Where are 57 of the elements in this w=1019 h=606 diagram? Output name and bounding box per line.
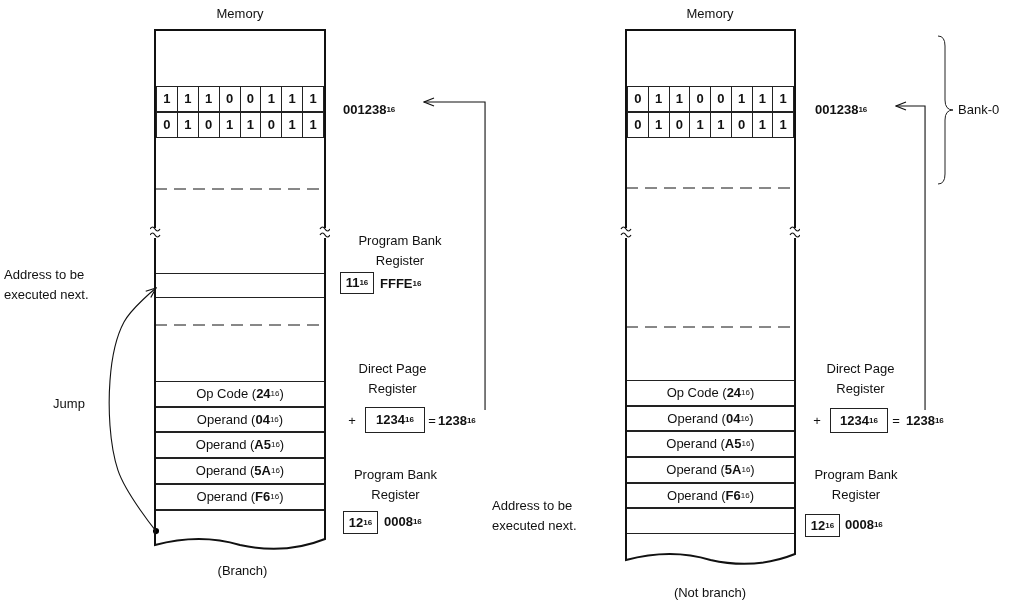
bit-cell: 0 <box>260 113 282 137</box>
bit-cell-text: 0 <box>633 90 643 109</box>
arrow <box>423 97 486 411</box>
bit-cell: 1 <box>218 113 240 137</box>
curved-arrow <box>108 287 160 535</box>
plus-sign: + <box>347 411 357 430</box>
bit-cell: 1 <box>751 113 773 137</box>
bit-cell: 1 <box>281 87 303 111</box>
equals-sign: = <box>427 411 437 430</box>
bit-cell-text: 0 <box>633 116 643 135</box>
register-name: Program Bank Register <box>352 466 439 504</box>
bit-cell: 1 <box>772 113 793 137</box>
bit-cell: 1 <box>689 113 710 137</box>
bit-cell-text: 0 <box>162 116 172 135</box>
plus-sign: + <box>812 411 822 430</box>
bit-cell: 1 <box>239 113 261 137</box>
annotation-text: Address to be executed next. <box>4 266 90 304</box>
bit-cell: 0 <box>710 87 731 111</box>
memory-slot <box>627 508 794 534</box>
bit-cell: 1 <box>647 113 669 137</box>
memory-byte-row <box>627 112 794 138</box>
bit-cell: 0 <box>689 87 710 111</box>
memory-byte-row <box>156 86 324 112</box>
memory-slot <box>156 273 324 298</box>
memory-byte-row <box>156 112 324 138</box>
memory-heading: Memory <box>215 5 265 24</box>
bit-cell-text: 1 <box>162 90 172 109</box>
panel-caption: (Branch) <box>216 561 269 580</box>
bit-cell: 1 <box>751 87 773 111</box>
bit-cell: 0 <box>668 113 690 137</box>
bit-cell: 1 <box>647 87 669 111</box>
bit-cell: 1 <box>730 87 752 111</box>
bit-cell: 0 <box>197 113 219 137</box>
bit-cell: 1 <box>302 113 323 137</box>
bit-cell: 1 <box>176 113 198 137</box>
bit-cell: 1 <box>710 113 731 137</box>
bit-cell: 1 <box>197 87 219 111</box>
memory-byte-row <box>627 86 794 112</box>
arrow <box>895 101 926 411</box>
register-name: Direct Page Register <box>825 360 896 398</box>
register-name: Program Bank Register <box>813 466 899 504</box>
register-name: Direct Page Register <box>357 360 428 398</box>
bit-cell: 1 <box>176 87 198 111</box>
bit-cell: 1 <box>302 87 323 111</box>
panel-caption: (Not branch) <box>672 583 748 602</box>
bit-cell: 1 <box>668 87 690 111</box>
bit-cell: 0 <box>730 113 752 137</box>
bit-cell: 0 <box>218 87 240 111</box>
equals-sign: = <box>891 411 901 430</box>
bank-label: Bank-0 <box>958 100 1001 119</box>
annotation-text: Address to be executed next. <box>492 496 578 535</box>
bit-cell: 0 <box>239 87 261 111</box>
bit-cell: 1 <box>772 87 793 111</box>
memory-heading: Memory <box>685 5 735 24</box>
bit-cell: 1 <box>281 113 303 137</box>
bit-cell: 1 <box>260 87 282 111</box>
register-name: Program Bank Register <box>357 232 443 270</box>
